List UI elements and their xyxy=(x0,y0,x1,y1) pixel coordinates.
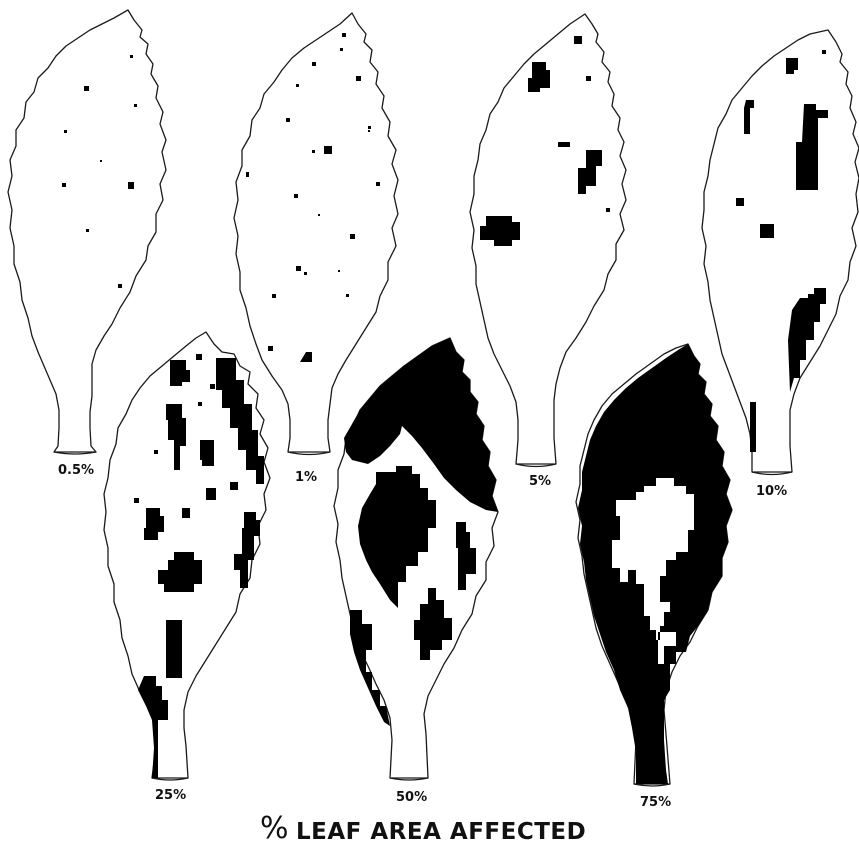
lesion xyxy=(760,224,774,238)
lesion xyxy=(200,440,214,466)
lesion xyxy=(86,229,89,232)
lesion xyxy=(822,50,826,54)
leaf-10 xyxy=(702,30,859,475)
lesion xyxy=(368,126,371,129)
lesion xyxy=(376,182,380,186)
leaf-75 xyxy=(576,344,732,786)
lesion xyxy=(166,620,182,678)
lesion xyxy=(118,284,122,288)
lesion xyxy=(130,55,133,58)
lesion xyxy=(64,130,67,133)
lesion xyxy=(574,36,582,44)
lesion xyxy=(338,270,340,272)
label-10: 10% xyxy=(756,484,787,499)
label-50: 50% xyxy=(396,790,427,805)
percent-symbol: % xyxy=(260,811,289,843)
lesion xyxy=(350,234,355,239)
lesion xyxy=(736,198,744,206)
lesion xyxy=(296,266,301,271)
lesion xyxy=(294,194,298,198)
lesion xyxy=(368,130,370,132)
lesion xyxy=(128,182,134,189)
leaf-25 xyxy=(104,332,270,780)
lesion xyxy=(134,498,139,503)
lesion xyxy=(196,354,202,360)
leaf-50 xyxy=(334,338,498,780)
lesion xyxy=(324,146,332,154)
lesion xyxy=(346,294,349,297)
lesion xyxy=(340,48,343,51)
lesion xyxy=(356,76,361,81)
lesion xyxy=(312,150,315,153)
lesion xyxy=(84,86,89,91)
lesion xyxy=(246,172,249,177)
figure-title: % LEAF AREA AFFECTED xyxy=(260,811,586,843)
lesion xyxy=(100,160,102,162)
lesion xyxy=(134,104,137,107)
label-0-5: 0.5% xyxy=(58,463,94,478)
label-25: 25% xyxy=(155,788,186,803)
lesion xyxy=(558,142,570,147)
lesion xyxy=(606,208,610,212)
title-text: LEAF AREA AFFECTED xyxy=(296,819,586,843)
label-5: 5% xyxy=(529,474,551,489)
lesion xyxy=(198,402,202,406)
lesion xyxy=(62,183,66,187)
lesion xyxy=(182,508,190,518)
lesion xyxy=(312,62,316,66)
leaf-1 xyxy=(234,13,398,455)
lesion xyxy=(154,450,158,454)
leaf-outline xyxy=(702,30,859,472)
lesion xyxy=(210,384,215,389)
lesion xyxy=(318,214,320,216)
lesion xyxy=(206,488,216,500)
lesion xyxy=(286,118,290,122)
lesion xyxy=(272,294,276,298)
lesion xyxy=(342,33,346,37)
lesion xyxy=(230,482,238,490)
lesion xyxy=(296,84,299,87)
leaf-outline xyxy=(234,13,398,452)
label-1: 1% xyxy=(295,470,317,485)
leaf-5 xyxy=(470,14,626,467)
lesion xyxy=(586,76,591,81)
label-75: 75% xyxy=(640,795,671,810)
lesion xyxy=(268,346,273,351)
lesion xyxy=(304,272,307,275)
lesion xyxy=(750,402,756,452)
